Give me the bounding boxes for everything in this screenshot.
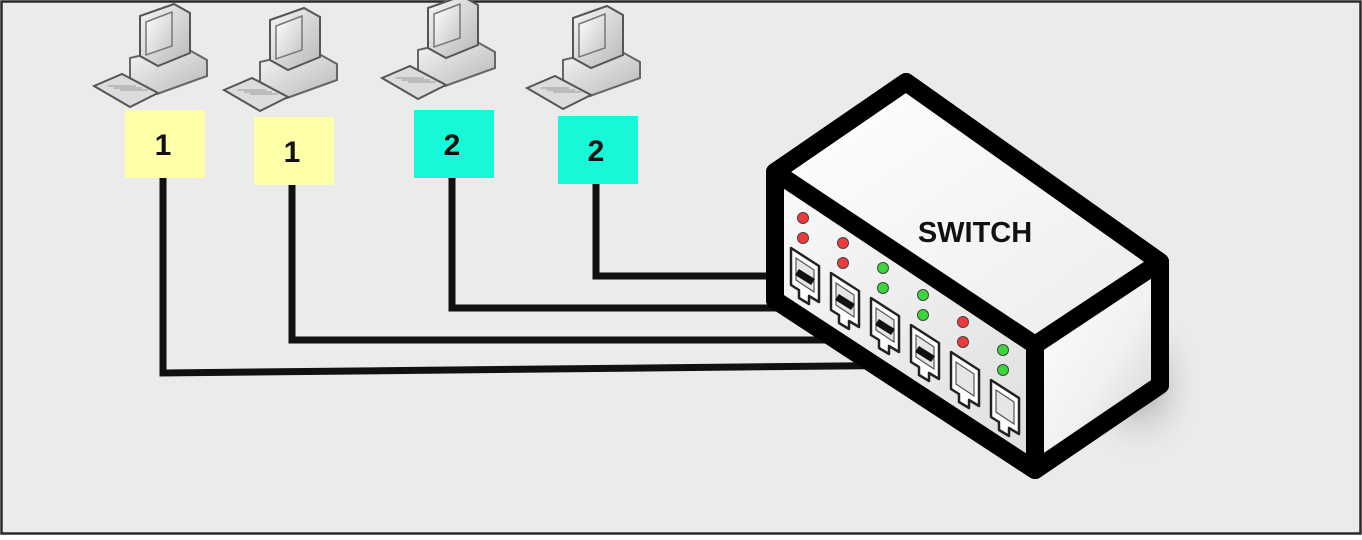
computer-1: 1 xyxy=(91,2,208,178)
status-led-red xyxy=(837,257,849,269)
computer-group-label: 2 xyxy=(444,129,461,162)
cable-plug xyxy=(875,319,895,335)
status-led-green xyxy=(877,262,889,274)
computer-4: 2 xyxy=(524,4,641,184)
network-cable xyxy=(288,185,893,344)
monitor-screen xyxy=(433,2,461,49)
computer-group-label: 1 xyxy=(284,136,301,169)
cable-plug xyxy=(795,269,815,285)
cable-plugs xyxy=(795,269,935,362)
switch-outline-overlay xyxy=(766,73,1169,479)
status-led-green xyxy=(917,289,929,301)
status-led-red xyxy=(797,232,809,244)
computer-group-label-box xyxy=(414,110,494,178)
switch-port-5 xyxy=(949,316,981,410)
monitor-screen xyxy=(275,14,303,61)
computer-group-label-box xyxy=(254,117,334,185)
computer-group-label: 1 xyxy=(155,129,172,162)
network-cable xyxy=(448,178,853,312)
status-led-red xyxy=(797,212,809,224)
status-led-red xyxy=(837,237,849,249)
computer-3: 2 xyxy=(379,0,496,178)
switch-label: SWITCH xyxy=(918,217,1032,249)
computer-group-label-box xyxy=(125,110,205,178)
computers: 1 1 2 2 xyxy=(91,0,641,185)
computer-group-label: 2 xyxy=(588,135,605,168)
cable-plug xyxy=(915,346,935,362)
status-led-green xyxy=(997,364,1009,376)
status-led-green xyxy=(917,309,929,321)
status-led-green xyxy=(877,282,889,294)
cable-plug xyxy=(835,294,855,310)
ethernet-port-inner xyxy=(955,360,975,398)
status-led-green xyxy=(997,344,1009,356)
ethernet-port-inner xyxy=(995,388,1015,426)
status-led-red xyxy=(957,316,969,328)
status-led-red xyxy=(957,336,969,348)
computer-group-label-box xyxy=(558,116,638,184)
switch-port-6 xyxy=(989,344,1021,438)
monitor-screen xyxy=(578,12,606,59)
cables xyxy=(159,178,934,377)
network-switch: SWITCH xyxy=(766,73,1205,479)
computer-2: 1 xyxy=(221,6,338,185)
network-cable xyxy=(159,178,934,377)
monitor-screen xyxy=(145,10,173,57)
network-cable xyxy=(592,184,813,280)
